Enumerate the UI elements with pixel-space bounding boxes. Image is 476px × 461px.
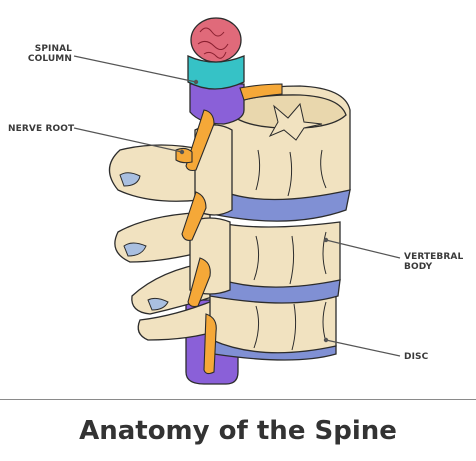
label-spinal-column: SPINAL COLUMN: [27, 44, 72, 64]
label-disc: DISC: [404, 352, 429, 362]
spinal-cord-purple: [189, 83, 245, 125]
discs: [209, 187, 351, 361]
spine-diagram: [73, 17, 401, 385]
nerve-roots: [175, 83, 283, 375]
caption-divider: [0, 399, 476, 400]
label-nerve-root: NERVE ROOT: [8, 124, 75, 134]
spinal-cord-cyan: [187, 54, 245, 90]
leader-lines: [73, 55, 401, 357]
caption-title: Anatomy of the Spine: [79, 416, 397, 446]
label-vertebral-body: VERTEBRAL BODY: [404, 252, 464, 272]
